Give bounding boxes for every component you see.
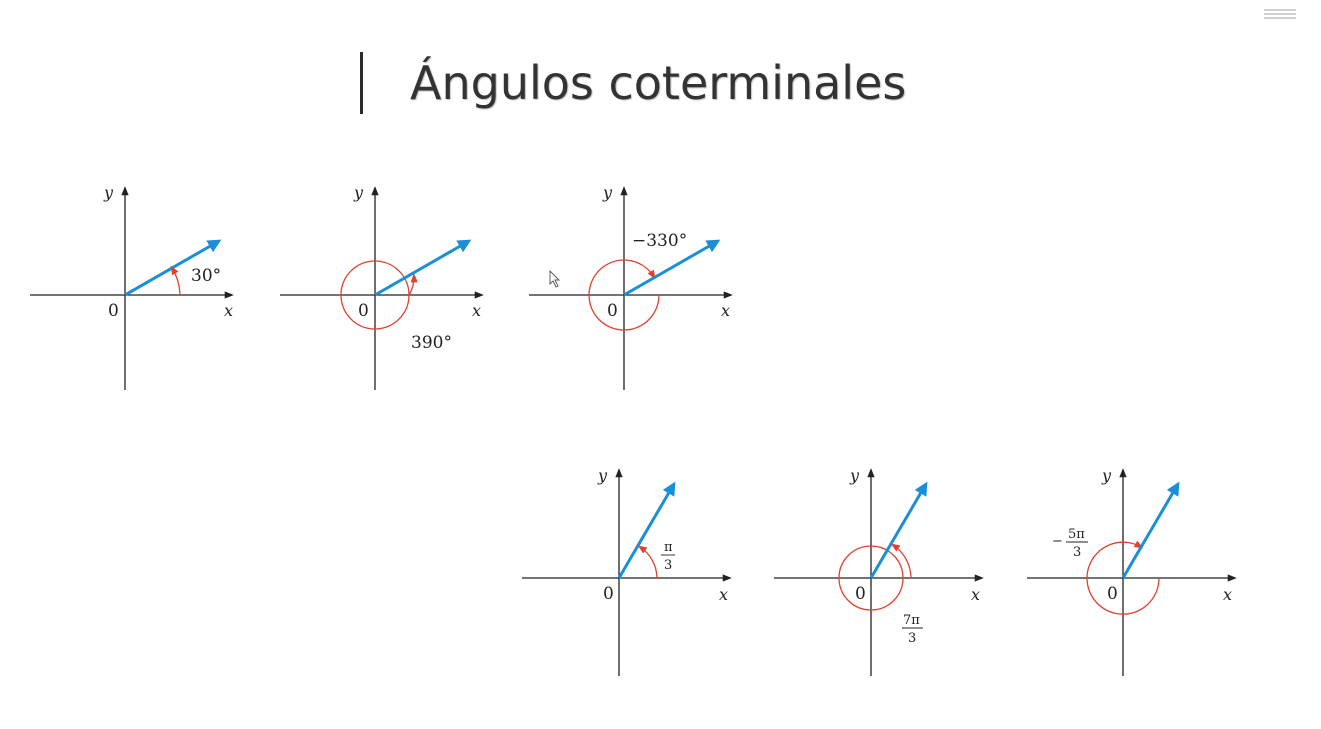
x-axis-label: x — [971, 585, 980, 604]
angle-label: 30° — [191, 266, 221, 286]
origin-label: 0 — [108, 301, 119, 321]
angle-fraction-label: − 5π 3 — [1052, 527, 1088, 560]
y-axis-label: y — [597, 466, 608, 485]
origin-label: 0 — [855, 584, 866, 604]
angle-label: −330° — [632, 231, 687, 251]
terminal-side-vector — [623, 239, 721, 297]
fraction-numerator: 7π — [903, 613, 920, 628]
y-axis-label: y — [353, 183, 364, 202]
fraction-denominator: 3 — [908, 631, 916, 646]
angle-arc — [890, 543, 912, 579]
terminal-side-vector — [374, 239, 472, 297]
diagram-minus-5pi-over-3: y x 0 − 5π 3 — [1027, 466, 1237, 676]
terminal-side-vector — [617, 481, 676, 579]
angle-arc — [408, 273, 418, 296]
x-axis-label: x — [472, 301, 481, 320]
diagram-390-deg: y x 0 390° — [280, 183, 484, 390]
angle-arc — [588, 259, 660, 331]
menu-icon[interactable] — [1262, 6, 1298, 22]
x-axis-label: x — [719, 585, 728, 604]
angle-arc — [170, 265, 181, 296]
x-axis-label: x — [224, 301, 233, 320]
y-axis-label: y — [849, 466, 860, 485]
angle-fraction-label: π 3 — [661, 540, 675, 573]
fraction-numerator: π — [664, 540, 673, 555]
terminal-side-vector — [1121, 481, 1180, 579]
diagram-30-deg: y x 0 30° — [30, 183, 234, 390]
diagram-minus-330-deg: y x 0 −330° — [529, 183, 733, 390]
y-axis-label: y — [103, 183, 114, 202]
angle-label: 390° — [411, 333, 452, 353]
angle-arc — [637, 545, 658, 579]
fraction-sign: − — [1052, 534, 1063, 549]
origin-label: 0 — [603, 584, 614, 604]
fraction-denominator: 3 — [664, 558, 672, 573]
full-turn-circle — [838, 545, 904, 611]
angle-fraction-label: 7π 3 — [902, 613, 923, 646]
x-axis-label: x — [1223, 585, 1232, 604]
page-title: Ángulos coterminales — [410, 56, 907, 110]
title-accent-bar — [360, 52, 363, 114]
diagram-7pi-over-3: y x 0 7π 3 — [774, 466, 984, 676]
diagram-pi-over-3: y x 0 π 3 — [522, 466, 732, 676]
fraction-numerator: 5π — [1068, 527, 1085, 542]
fraction-denominator: 3 — [1073, 545, 1081, 560]
x-axis-label: x — [721, 301, 730, 320]
terminal-side-vector — [869, 481, 928, 579]
origin-label: 0 — [1107, 584, 1118, 604]
y-axis-label: y — [602, 183, 613, 202]
origin-label: 0 — [607, 301, 618, 321]
cursor-icon — [549, 269, 561, 288]
origin-label: 0 — [358, 301, 369, 321]
y-axis-label: y — [1101, 466, 1112, 485]
angle-arc — [1086, 540, 1160, 615]
